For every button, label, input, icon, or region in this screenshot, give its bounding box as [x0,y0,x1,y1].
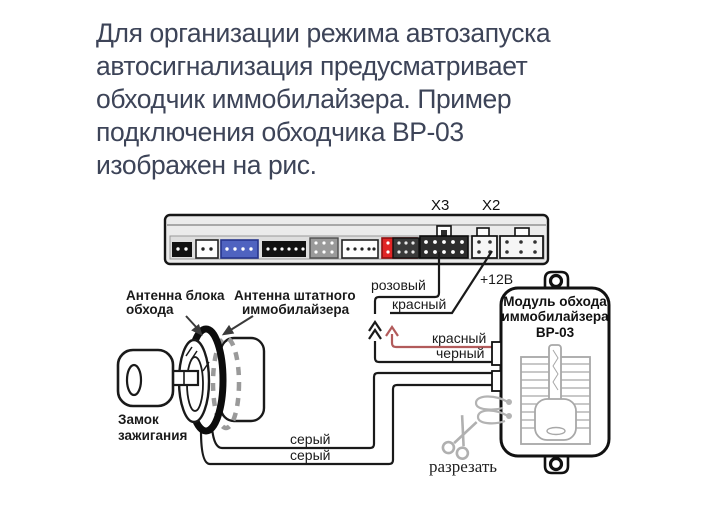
label-black-module-wire: черный [436,345,484,361]
intro-line-4: подключения обходчика ВР-03 [96,117,464,147]
module-connector-upper [491,341,502,366]
label-gray-wire-2: серый [290,447,330,463]
label-red-module-wire: красный [432,330,486,346]
connector-x3 [419,225,469,259]
label-x3: X3 [431,197,449,214]
module-key-head [534,398,577,441]
wire-pink [373,252,441,314]
wire-gray-2 [199,383,492,466]
label-cut: разрезать [429,457,497,476]
key-head-hole [125,363,143,397]
label-gray-wire-1: серый [290,431,330,447]
connector-white-2pin [195,239,219,259]
ignition-lock-assembly [116,325,266,435]
wire-red-module [390,334,494,349]
label-ignition-2: зажигания [118,428,187,443]
connector-darkgray-6pin [392,237,420,259]
wire-black-module [373,341,494,364]
label-pink-wire: розовый [371,277,426,293]
arrow-red-chevron [385,325,399,337]
connector-blue-4pin [220,239,259,259]
module-top-hole [548,273,564,289]
stock-immobilizer-antenna-ring [210,335,242,431]
intro-line-5: изображен на рис. [96,150,317,180]
module-bottom-hole [548,456,564,472]
label-stock-antenna-2: иммобилайзера [242,302,350,317]
connector-x2 [471,227,544,259]
label-ignition-1: Замок [118,412,159,427]
label-red-alarm-wire: красный [392,296,446,312]
intro-line-1: Для организации режима автозапуска [96,18,551,48]
connector-black-6pin [262,241,306,257]
module-connector-lower [491,370,502,392]
label-module-2: иммобилайзера [501,309,609,324]
bypass-module: Модуль обхода иммобилайзера ВР-03 [491,270,611,475]
connector-gray-6pin [309,237,339,259]
scissors-icon [441,415,478,460]
label-stock-antenna-1: Антенна штатного [234,288,356,303]
bypass-antenna-arrow [185,315,203,336]
lock-cylinder-body [219,336,266,423]
cut-loop-wires [474,395,512,425]
label-bypass-antenna-2: обхода [126,302,174,317]
module-coil-drawing [520,344,591,445]
wire-plus12v-red [390,250,493,315]
label-plus12v: +12В [480,271,513,287]
stock-antenna-arrow [221,315,254,336]
connector-white-5pin [341,239,379,259]
label-module-3: ВР-03 [536,325,575,340]
intro-line-2: автосигнализация предусматривает [96,51,528,81]
intro-paragraph: Для организации режима автозапуска автос… [96,17,656,182]
label-bypass-antenna-1: Антенна блока [126,288,225,303]
label-module-1: Модуль обхода [503,294,607,309]
lock-hatch-marks [185,346,210,372]
connector-black-2pin [172,242,192,257]
alarm-unit: X3 X2 [163,197,550,266]
wire-gray-1 [210,371,492,450]
arrow-black-chevrons [368,320,382,340]
label-x2: X2 [482,197,500,214]
intro-line-3: обходчик иммобилайзера. Пример [96,84,512,114]
